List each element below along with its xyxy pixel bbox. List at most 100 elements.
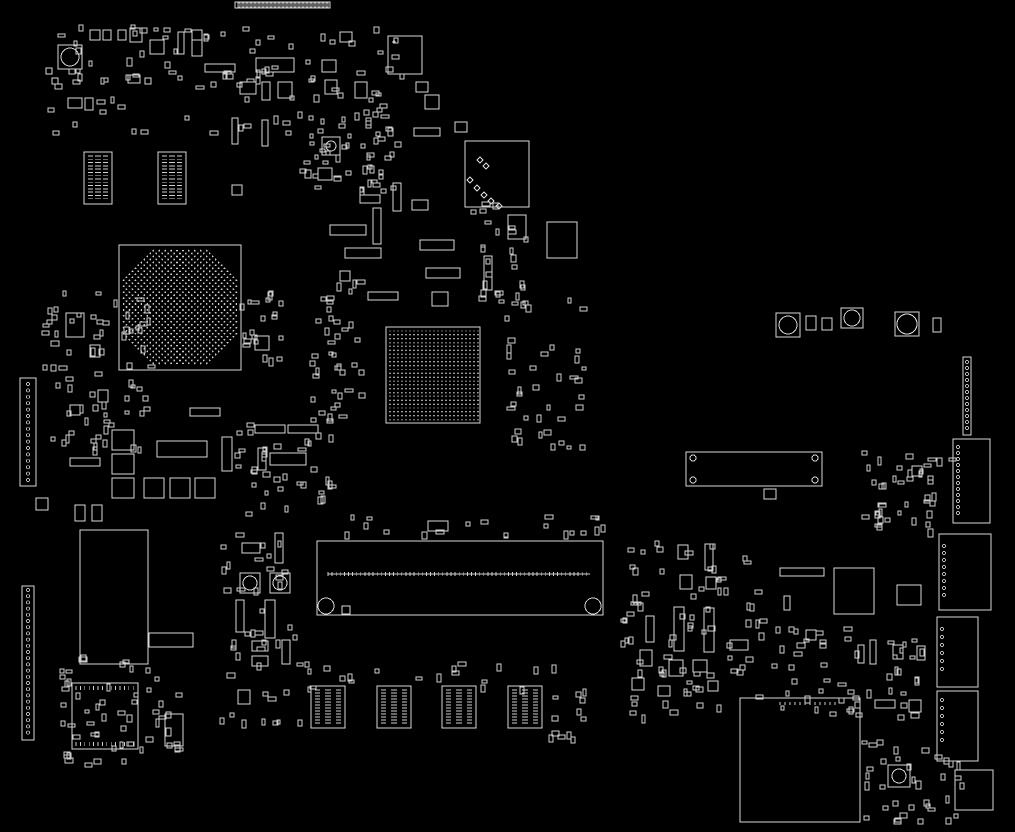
bga-ball <box>137 294 140 296</box>
bga-ball <box>220 318 223 320</box>
passive-component <box>253 339 259 345</box>
passive-component <box>749 603 755 612</box>
bga-ball <box>393 376 395 379</box>
bga-ball <box>445 376 447 379</box>
right-port-3 <box>936 616 979 688</box>
bga-ball <box>465 357 467 359</box>
bga-ball <box>208 329 211 332</box>
bga-ball <box>146 297 149 299</box>
passive-component <box>93 442 98 451</box>
bga-ball <box>155 300 158 302</box>
bga-ball <box>191 335 193 338</box>
bga-ball <box>465 368 467 371</box>
bga-ball <box>173 264 176 267</box>
passive-component <box>519 686 525 695</box>
bga-ball <box>164 285 167 288</box>
bga-ball <box>214 312 217 314</box>
bga-ball <box>477 334 479 336</box>
passive-component <box>341 116 346 123</box>
bga-ball <box>425 357 427 359</box>
ic-pad <box>487 197 495 205</box>
bga-ball <box>152 291 155 294</box>
bga-ball <box>449 345 451 348</box>
bga-ball <box>179 288 181 291</box>
passive-component <box>145 736 154 743</box>
bga-ball <box>425 399 427 402</box>
bga-ball <box>202 282 205 285</box>
bga-ball <box>158 279 161 282</box>
bga-ball <box>453 330 455 332</box>
bga-ball <box>409 391 411 394</box>
bga-ball <box>196 323 199 326</box>
bga-ball <box>397 364 399 367</box>
bga-ball <box>429 391 431 394</box>
bga-ball <box>405 361 407 363</box>
bga-ball <box>473 368 475 371</box>
bga-ball <box>413 384 415 386</box>
bga-ball <box>469 361 471 363</box>
bga-ball <box>208 276 211 279</box>
bga-ball <box>469 376 471 379</box>
bga-ball <box>453 345 455 348</box>
bga-ball <box>193 267 196 270</box>
passive-component <box>310 75 316 82</box>
passive-component <box>632 594 638 604</box>
passive-component <box>267 291 273 301</box>
passive-component <box>90 438 97 444</box>
bga-ball <box>185 282 187 285</box>
bga-ball <box>413 361 415 363</box>
bga-ball <box>176 285 178 288</box>
connector-pin <box>26 662 30 667</box>
bga-ball <box>229 285 232 288</box>
passive-component <box>566 445 572 450</box>
bga-ball <box>453 407 455 409</box>
passive-component <box>113 299 118 308</box>
bga-ball <box>208 294 211 296</box>
passive-component <box>242 26 250 32</box>
bga-ball <box>425 341 427 344</box>
bga-ball <box>421 391 423 394</box>
bga-ball <box>143 288 146 291</box>
bga-ball <box>226 288 229 291</box>
bga-ball <box>465 411 467 413</box>
bga-ball <box>179 300 181 302</box>
passive-component <box>679 667 687 674</box>
connector-pin <box>26 433 30 438</box>
passive-component <box>297 719 303 727</box>
bga-ball <box>473 411 475 413</box>
bga-ball <box>417 330 419 332</box>
bga-ball <box>473 364 475 367</box>
bga-ball <box>389 399 391 402</box>
bga-ball <box>425 361 427 363</box>
passive-component <box>330 406 337 411</box>
bga-ball <box>413 414 415 417</box>
passive-component <box>879 784 886 790</box>
bga-ball <box>393 368 395 371</box>
bga-ball <box>229 297 232 299</box>
bga-ball <box>477 411 479 413</box>
bga-ball <box>405 368 407 371</box>
bga-ball <box>164 315 167 317</box>
passive-component <box>927 457 937 462</box>
bga-ball <box>477 395 479 398</box>
bga-ball <box>223 273 226 276</box>
passive-component <box>75 68 81 74</box>
bga-ball <box>405 395 407 398</box>
bga-ball <box>167 335 170 338</box>
bga-ball <box>433 399 435 402</box>
bga-ball <box>143 341 146 344</box>
passive-component <box>320 118 325 125</box>
bga-ball <box>146 273 149 276</box>
passive-component <box>195 85 205 90</box>
bga-ball <box>217 332 220 335</box>
bga-ball <box>182 297 184 299</box>
bga-ball <box>205 285 208 288</box>
passive-component <box>373 26 380 34</box>
bga-ball <box>220 329 223 332</box>
passive-component <box>549 344 555 351</box>
bga-ball <box>393 372 395 375</box>
connector-pad <box>321 2 325 8</box>
bga-ball <box>421 376 423 379</box>
bga-ball <box>417 364 419 367</box>
bga-ball <box>417 399 419 402</box>
